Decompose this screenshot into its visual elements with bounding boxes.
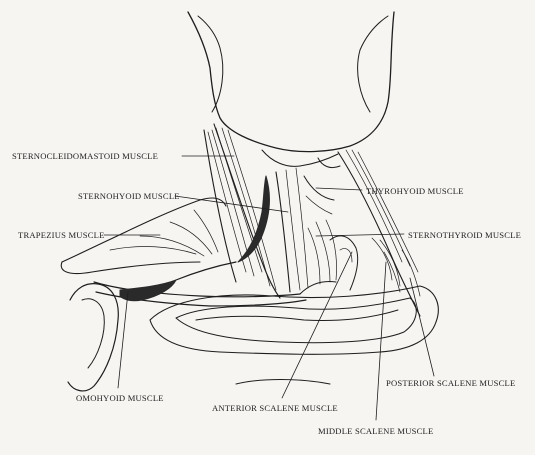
label-posterior-scalene: POSTERIOR SCALENE MUSCLE bbox=[386, 378, 515, 388]
scalene-muscles bbox=[330, 150, 420, 316]
label-anterior-scalene: ANTERIOR SCALENE MUSCLE bbox=[212, 403, 338, 413]
leader-sternothyroid bbox=[316, 234, 404, 236]
label-sternothyroid: STERNOTHYROID MUSCLE bbox=[408, 230, 521, 240]
label-sternohyoid: STERNOHYOID MUSCLE bbox=[78, 191, 180, 201]
head-outline bbox=[188, 12, 394, 168]
label-sternocleidomastoid: STERNOCLEIDOMASTOID MUSCLE bbox=[12, 151, 158, 161]
leader-anterior-scalene bbox=[282, 252, 352, 398]
label-omohyoid: OMOHYOID MUSCLE bbox=[76, 393, 164, 403]
label-trapezius: TRAPEZIUS MUSCLE bbox=[18, 230, 105, 240]
strap-muscles bbox=[276, 168, 337, 292]
leader-sternohyoid bbox=[175, 196, 288, 212]
leader-posterior-scalene bbox=[410, 278, 434, 376]
label-thyrohyoid: THYROHYOID MUSCLE bbox=[366, 186, 464, 196]
label-middle-scalene: MIDDLE SCALENE MUSCLE bbox=[318, 426, 433, 436]
leader-thyrohyoid bbox=[316, 188, 362, 190]
leader-middle-scalene bbox=[376, 262, 386, 420]
leader-omohyoid bbox=[118, 292, 128, 388]
